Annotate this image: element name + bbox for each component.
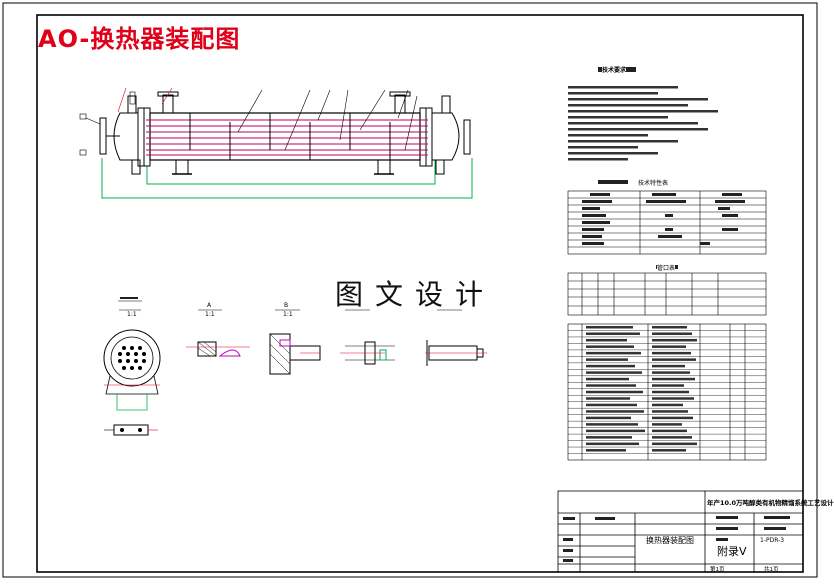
parts-list-row-text bbox=[652, 390, 689, 394]
parts-list-row-text bbox=[652, 442, 697, 446]
parts-list-row-text bbox=[586, 429, 645, 433]
parts-list-row-text bbox=[652, 371, 690, 374]
parts-list-row-text bbox=[586, 416, 631, 420]
parts-list-row-text bbox=[586, 332, 640, 335]
main-elevation-view bbox=[79, 87, 473, 199]
section-views bbox=[103, 297, 487, 436]
parts-list-row-text bbox=[586, 390, 643, 394]
parts-list-row-text bbox=[586, 377, 629, 381]
parts-list-row-text bbox=[586, 371, 642, 374]
technical-requirements-block bbox=[568, 67, 718, 161]
view-label-b: B bbox=[284, 302, 289, 309]
parts-list bbox=[567, 323, 767, 461]
parts-list-row-text bbox=[652, 429, 687, 433]
parts-list-row-text bbox=[586, 449, 626, 452]
title-block-sheet-left: 第1页 bbox=[710, 567, 725, 573]
parts-list-row-text bbox=[586, 436, 632, 439]
parts-list-row-text bbox=[652, 345, 686, 348]
parts-list-row-text bbox=[586, 338, 627, 342]
parts-list-row-text bbox=[652, 338, 697, 342]
parts-list-row-text bbox=[586, 442, 639, 446]
title-block-drawing-no: 1-PDR-3 bbox=[760, 537, 785, 544]
view-scale-3: 1:1 bbox=[283, 311, 293, 318]
view-scale-1: 1:1 bbox=[127, 311, 137, 318]
drawing-banner-title: AO-换热器装配图 bbox=[38, 25, 241, 53]
parts-list-row-text bbox=[652, 449, 686, 452]
parts-list-row-text bbox=[586, 326, 633, 329]
parts-list-row-text bbox=[652, 364, 685, 368]
parts-list-row-text bbox=[652, 377, 695, 381]
view-label-a: A bbox=[207, 302, 212, 309]
parts-list-row-text bbox=[652, 397, 694, 400]
watermark-text: 图文设计 bbox=[335, 278, 496, 311]
parts-list-row-text bbox=[652, 326, 687, 329]
title-block-cells bbox=[563, 516, 790, 562]
title-block-sheet-right: 共1页 bbox=[764, 567, 779, 573]
parts-list-row-text bbox=[652, 351, 691, 355]
outer-border bbox=[2, 2, 818, 578]
parts-list-row-text bbox=[652, 384, 684, 387]
parts-list-row-text bbox=[586, 358, 628, 361]
performance-table-heading: 技术特性表 bbox=[638, 178, 669, 187]
parts-list-row-text bbox=[586, 345, 634, 348]
parts-list-row-text bbox=[586, 403, 637, 407]
parts-list-row-text bbox=[652, 436, 692, 439]
title-block-design-title: 年产10.0万吨醇类有机物精馏系统工艺设计 bbox=[707, 499, 834, 507]
parts-list-row-text bbox=[652, 416, 693, 420]
parts-list-row-text bbox=[586, 397, 630, 400]
title-block-drawing-name: 换热器装配图 bbox=[646, 536, 694, 545]
parts-list-row-text bbox=[652, 403, 683, 407]
parts-list-row-text bbox=[652, 423, 682, 426]
title-block-sheet-label: 附录V bbox=[717, 545, 747, 558]
parts-list-row-text bbox=[652, 410, 688, 413]
view-scale-2: 1:1 bbox=[205, 311, 215, 318]
nozzle-table-heading: 管口表 bbox=[657, 263, 676, 272]
drawing-frame bbox=[36, 14, 804, 573]
parts-list-row-text bbox=[586, 410, 644, 413]
parts-list-row-text bbox=[586, 384, 636, 387]
parts-list-row-text bbox=[652, 358, 696, 361]
parts-list-row-text bbox=[652, 332, 692, 335]
title-block bbox=[557, 490, 804, 573]
parts-list-rows bbox=[568, 326, 766, 454]
tech-requirements-heading: 技术要求 bbox=[602, 65, 627, 74]
parts-list-row-text bbox=[586, 423, 638, 426]
parts-list-row-text bbox=[586, 351, 641, 355]
nozzle-table bbox=[567, 265, 767, 316]
parts-list-row-text bbox=[586, 364, 635, 368]
performance-table-values bbox=[582, 193, 745, 245]
